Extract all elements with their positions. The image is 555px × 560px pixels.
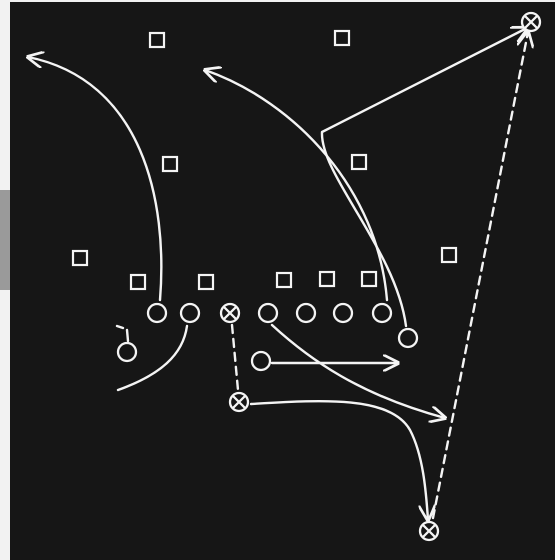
route-r2 bbox=[205, 70, 387, 300]
offense-layer bbox=[118, 13, 540, 540]
route-r10 bbox=[117, 326, 128, 341]
defender-square-d1 bbox=[150, 33, 164, 47]
defender-square-d9 bbox=[277, 273, 291, 287]
offense-player-o1 bbox=[148, 304, 166, 322]
defender-square-d8 bbox=[199, 275, 213, 289]
offense-player-o9 bbox=[118, 343, 136, 361]
offense-player-o4 bbox=[259, 304, 277, 322]
offense-player-o2 bbox=[181, 304, 199, 322]
defender-square-d3 bbox=[163, 157, 177, 171]
defender-square-d7 bbox=[131, 275, 145, 289]
defender-square-d2 bbox=[335, 31, 349, 45]
offense-player-o10 bbox=[252, 352, 270, 370]
route-r3 bbox=[322, 28, 527, 326]
defender-square-d5 bbox=[73, 251, 87, 265]
offense-player-o6 bbox=[334, 304, 352, 322]
defense-layer bbox=[73, 31, 456, 289]
defender-square-d11 bbox=[362, 272, 376, 286]
defender-square-d10 bbox=[320, 272, 334, 286]
offense-player-o7 bbox=[373, 304, 391, 322]
offense-player-o8 bbox=[399, 329, 417, 347]
offense-player-x-o3 bbox=[221, 304, 239, 322]
defender-square-d6 bbox=[442, 248, 456, 262]
route-r1 bbox=[28, 57, 161, 300]
offense-player-x-o11 bbox=[230, 393, 248, 411]
defender-square-d4 bbox=[352, 155, 366, 169]
offense-player-x-o13 bbox=[420, 522, 438, 540]
route-r8 bbox=[232, 325, 238, 390]
route-r7 bbox=[251, 401, 428, 520]
offense-player-o5 bbox=[297, 304, 315, 322]
offense-player-x-o12 bbox=[522, 13, 540, 31]
route-r9 bbox=[433, 32, 528, 518]
